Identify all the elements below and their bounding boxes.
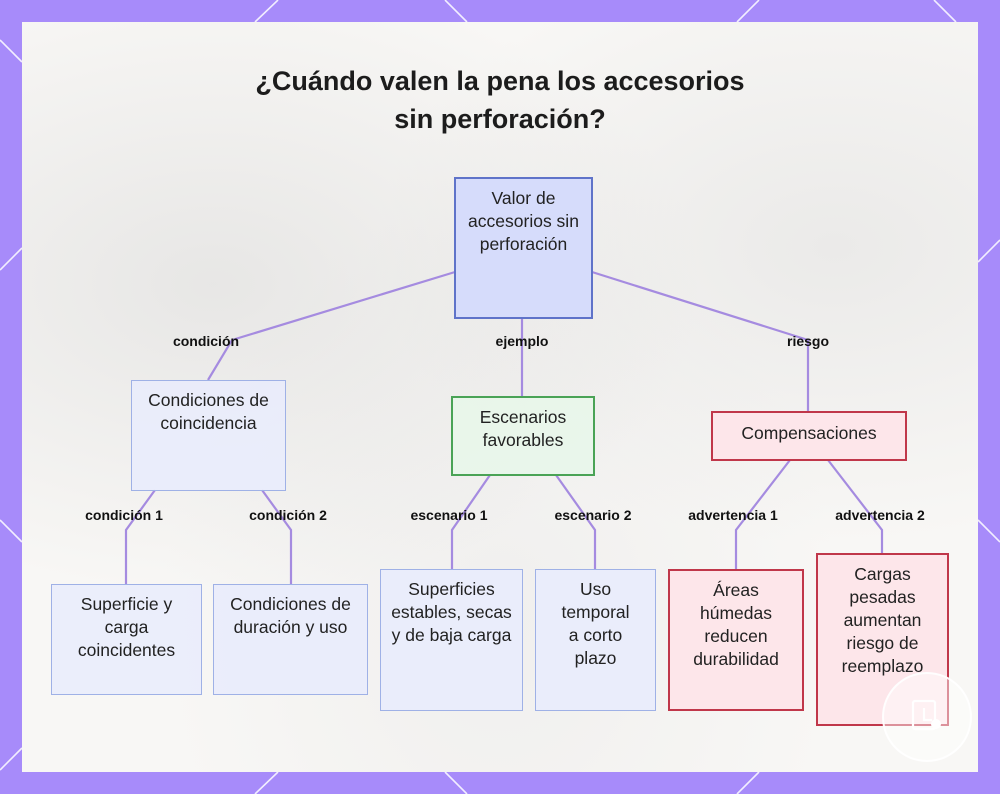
node-conditions: Condiciones de coincidencia [131,380,286,491]
edge-label-scenario-1: escenario 1 [410,507,488,523]
node-root-text: Valor de accesorios sin perforación [468,188,579,254]
edge-conditions-cond1 [124,489,156,584]
edge-label-condition: condición [172,333,240,349]
node-scen2-text: Uso temporal a corto plazo [561,579,630,668]
edge-tradeoffs-warn1 [734,459,791,570]
edge-scenarios-scen2 [555,474,597,570]
node-scenarios-text: Escenarios favorables [479,407,567,450]
node-tradeoffs-text: Compensaciones [741,423,877,443]
node-scenarios: Escenarios favorables [451,396,595,476]
edge-label-warning-2: advertencia 2 [835,507,925,523]
edge-label-warning-1: advertencia 1 [688,507,778,523]
edge-scenarios-scen1 [450,474,491,570]
node-cond2-text: Condiciones de duración y uso [230,594,351,637]
node-root: Valor de accesorios sin perforación [454,177,593,319]
edge-root-tradeoffs [591,270,810,412]
node-warn1-text: Áreas húmedas reducen durabilidad [693,580,779,669]
node-cond2: Condiciones de duración y uso [213,584,368,695]
edge-label-risk: riesgo [786,333,830,349]
edge-root-conditions [207,270,456,381]
edge-tradeoffs-warn2 [827,459,884,553]
edge-label-condition-1: condición 1 [85,507,163,523]
title-line-2: sin perforación? [394,104,606,134]
edge-conditions-cond2 [261,489,293,584]
edge-label-example: ejemplo [495,333,549,349]
node-warn1: Áreas húmedas reducen durabilidad [668,569,804,711]
edge-label-scenario-2: escenario 2 [554,507,632,523]
node-warn2-text: Cargas pesadas aumentan riesgo de reempl… [841,564,924,676]
node-tradeoffs: Compensaciones [711,411,907,461]
logo-glyph-icon [911,699,941,731]
node-scen1: Superficies estables, secas y de baja ca… [380,569,523,711]
node-scen2: Uso temporal a corto plazo [535,569,656,711]
brand-logo-icon [882,672,972,762]
node-cond1: Superficie y carga coincidentes [51,584,202,695]
node-scen1-text: Superficies estables, secas y de baja ca… [391,579,512,645]
node-cond1-text: Superficie y carga coincidentes [77,594,176,660]
edge-label-condition-2: condición 2 [249,507,327,523]
node-conditions-text: Condiciones de coincidencia [148,390,269,433]
title-line-1: ¿Cuándo valen la pena los accesorios [255,66,745,96]
diagram-title: ¿Cuándo valen la pena los accesorios sin… [150,62,850,138]
